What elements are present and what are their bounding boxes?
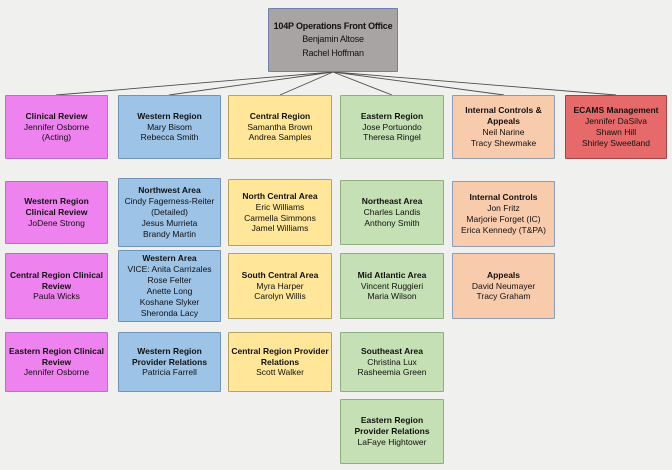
box-name: Tracy Graham	[476, 291, 531, 302]
box-name: Patricia Farrell	[142, 367, 197, 378]
box-name: Rebecca Smith	[140, 132, 199, 143]
box-name: Marjorie Forget (IC)	[466, 214, 541, 224]
org-box-central-region-clinical-review: Central Region Clinical Review Paula Wic…	[5, 253, 108, 319]
box-title: Internal Controls & Appeals	[465, 105, 542, 127]
box-title: Western Area	[142, 253, 197, 264]
box-title: Eastern Region Provider Relations	[354, 415, 430, 437]
org-box-north-central-area: North Central Area Eric Williams Carmell…	[228, 179, 332, 246]
box-name: Jennifer Osborne	[23, 121, 90, 132]
box-name: Neil Narine	[482, 127, 525, 137]
box-name: Jose Portuondo	[362, 121, 422, 132]
box-name: Mary Bisom	[147, 121, 192, 132]
box-name: Vincent Ruggieri	[360, 280, 424, 291]
box-name: Scott Walker	[256, 367, 304, 378]
box-name: (Detailed)	[151, 207, 188, 218]
box-title: Eastern Region Clinical Review	[9, 345, 104, 367]
org-box-clinical-review: Clinical Review Jennifer Osborne (Acting…	[5, 95, 108, 159]
org-box-ecams-management: ECAMS Management Jennifer DaSilva Shawn …	[565, 95, 667, 159]
box-title: Western Region	[137, 110, 202, 121]
box-name: Myra Harper	[256, 280, 304, 291]
box-name: JoDene Strong	[28, 217, 85, 228]
box-name: Shawn Hill	[595, 127, 637, 137]
org-box-internal-controls: Internal Controls Jon Fritz Marjorie For…	[452, 181, 555, 247]
box-name: Eric Williams	[255, 201, 305, 212]
box-name: Jesus Murrieta	[141, 217, 198, 228]
box-title: Eastern Region	[360, 110, 424, 121]
box-title: Internal Controls	[469, 192, 538, 203]
org-box-front-office: 104P Operations Front Office Benjamin Al…	[268, 8, 398, 72]
box-name: Brandy Martin	[143, 228, 196, 239]
box-name: VICE: Anita Carrizales	[127, 264, 212, 275]
box-title: Western Region Clinical Review	[24, 196, 89, 218]
org-box-western-region-provider-relations: Western Region Provider Relations Patric…	[118, 332, 221, 392]
box-name: Rose Felter	[147, 275, 192, 286]
org-box-western-region-clinical-review: Western Region Clinical Review JoDene St…	[5, 181, 108, 244]
box-title: 104P Operations Front Office	[273, 21, 393, 32]
org-box-northeast-area: Northeast Area Charles Landis Anthony Sm…	[340, 180, 444, 245]
org-box-western-region: Western Region Mary Bisom Rebecca Smith	[118, 95, 221, 159]
box-title: Northwest Area	[138, 185, 201, 196]
box-title: Central Region Provider Relations	[231, 345, 329, 367]
box-name: Benjamin Altose	[302, 34, 364, 45]
box-name: Carolyn Willis	[254, 291, 306, 302]
box-title: Appeals	[486, 269, 521, 280]
org-box-south-central-area: South Central Area Myra Harper Carolyn W…	[228, 253, 332, 319]
box-name: Jamel Williams	[251, 223, 309, 234]
box-name: Koshane Slyker	[139, 296, 200, 307]
box-title: Central Region Clinical Review	[9, 269, 104, 291]
box-name: Sheronda Lacy	[140, 307, 199, 318]
box-name: Rasheemia Green	[357, 367, 427, 378]
org-box-mid-atlantic-area: Mid Atlantic Area Vincent Ruggieri Maria…	[340, 253, 444, 319]
box-title: Southeast Area	[360, 345, 424, 356]
box-name: Carmella Simmons	[244, 212, 316, 223]
box-title: Clinical Review	[25, 110, 88, 121]
box-name: (Acting)	[41, 132, 72, 143]
box-title: ECAMS Management	[573, 105, 659, 116]
box-name: Charles Landis	[363, 207, 421, 218]
box-name: Cindy Fagerness-Reiter	[124, 196, 215, 207]
box-name: Rachel Hoffman	[302, 47, 364, 58]
box-name: Jennifer Osborne	[23, 367, 90, 378]
box-name: Samantha Brown	[247, 121, 313, 132]
org-box-internal-controls-appeals: Internal Controls & Appeals Neil Narine …	[452, 95, 555, 159]
box-name: Theresa Ringel	[363, 132, 421, 143]
box-title: Western Region Provider Relations	[131, 345, 208, 367]
box-name: Paula Wicks	[33, 291, 80, 302]
box-title: Northeast Area	[361, 196, 423, 207]
box-name: Jennifer DaSilva	[585, 116, 647, 127]
org-box-central-region: Central Region Samantha Brown Andrea Sam…	[228, 95, 332, 159]
box-name: David Neumayer	[471, 280, 536, 291]
org-box-eastern-region: Eastern Region Jose Portuondo Theresa Ri…	[340, 95, 444, 159]
org-box-eastern-region-provider-relations: Eastern Region Provider Relations LaFaye…	[340, 399, 444, 464]
org-box-northwest-area: Northwest Area Cindy Fagerness-Reiter (D…	[118, 178, 221, 247]
box-name: Anthony Smith	[364, 217, 420, 228]
box-name: Jon Fritz	[487, 203, 520, 214]
box-title: South Central Area	[241, 269, 319, 280]
box-name: Erica Kennedy (T&PA)	[461, 224, 546, 235]
box-name: Christina Lux	[367, 356, 417, 367]
box-name: Andrea Samples	[248, 132, 312, 143]
org-box-western-area: Western Area VICE: Anita Carrizales Rose…	[118, 250, 221, 322]
org-box-southeast-area: Southeast Area Christina Lux Rasheemia G…	[340, 332, 444, 392]
org-box-central-region-provider-relations: Central Region Provider Relations Scott …	[228, 332, 332, 392]
org-box-appeals: Appeals David Neumayer Tracy Graham	[452, 253, 555, 319]
box-name: LaFaye Hightower	[357, 436, 427, 447]
box-title: Mid Atlantic Area	[357, 269, 427, 280]
box-title: Central Region	[249, 110, 311, 121]
box-name: Tracy Shewmake	[470, 137, 537, 148]
box-name: Shirley Sweetland	[581, 137, 651, 148]
box-name: Anette Long	[146, 286, 193, 296]
box-name: Maria Wilson	[367, 291, 417, 302]
org-box-eastern-region-clinical-review: Eastern Region Clinical Review Jennifer …	[5, 332, 108, 392]
box-title: North Central Area	[242, 190, 318, 201]
